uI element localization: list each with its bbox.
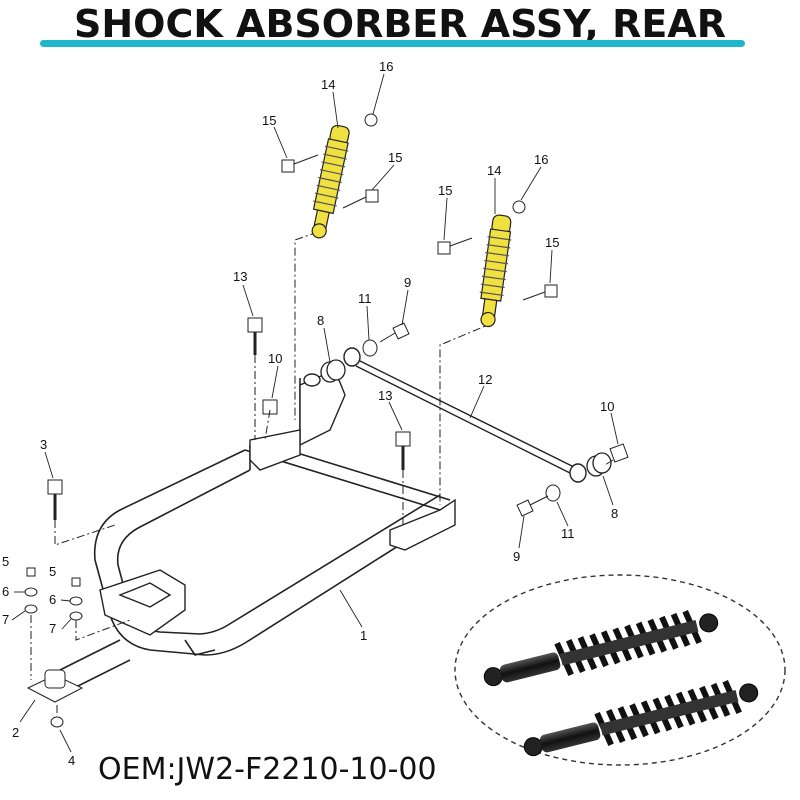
callout-11-upper: 11 (358, 291, 372, 306)
callout-1: 1 (360, 628, 367, 643)
callout-10-right: 10 (600, 399, 614, 414)
rod (343, 347, 587, 483)
callout-15-b: 15 (388, 150, 402, 165)
shock-bolts (281, 113, 558, 301)
bushing-left (320, 359, 346, 383)
leader-lines (11, 73, 619, 753)
nut-left (262, 399, 278, 415)
callout-16-left: 16 (379, 59, 393, 74)
callout-8-left: 8 (317, 313, 324, 328)
callout-12: 12 (478, 372, 492, 387)
callout-labels: 14 16 15 15 14 16 15 15 13 11 9 8 10 12 … (2, 59, 618, 768)
callout-5-left: 5 (2, 554, 9, 569)
shock-absorber-right (479, 214, 512, 328)
callout-7-right: 7 (49, 621, 56, 636)
assembly-lines (30, 231, 614, 715)
bolt-3 (47, 479, 63, 520)
callout-16-right: 16 (534, 152, 548, 167)
callout-10-left: 10 (268, 351, 282, 366)
page-title: SHOCK ABSORBER ASSY, REAR (74, 2, 726, 46)
washer-lower (545, 484, 561, 502)
shock-absorber-photo-icon (483, 610, 759, 757)
callout-15-a: 15 (262, 113, 276, 128)
bolt-lower (516, 495, 549, 517)
washer-upper (362, 339, 378, 357)
callout-11-lower: 11 (561, 526, 575, 541)
callout-15-d: 15 (545, 235, 559, 250)
bushing-right (586, 452, 612, 477)
callout-13-left: 13 (233, 269, 247, 284)
fasteners-left (24, 567, 83, 621)
callout-13-right: 13 (378, 388, 392, 403)
callout-14-left: 14 (321, 77, 335, 92)
callout-7-left: 7 (2, 612, 9, 627)
callout-9-lower: 9 (513, 549, 520, 564)
callout-5-right: 5 (49, 564, 56, 579)
bolt-13-right (395, 431, 411, 470)
nut-right (609, 443, 629, 463)
engine-mount (26, 669, 84, 728)
callout-9-upper: 9 (404, 275, 411, 290)
bolt-upper (379, 322, 410, 343)
bolt-13-left (247, 317, 263, 355)
callout-15-c: 15 (438, 183, 452, 198)
callout-14-right: 14 (487, 163, 501, 178)
callout-8-right: 8 (611, 506, 618, 521)
callout-3: 3 (40, 437, 47, 452)
callout-6-left: 6 (2, 584, 9, 599)
shock-absorber-left (311, 124, 350, 239)
title-underline (40, 40, 745, 47)
pivot-bracket (99, 369, 456, 636)
callout-6-right: 6 (49, 592, 56, 607)
oem-part-number: OEM:JW2-F2210-10-00 (98, 752, 437, 787)
callout-2: 2 (12, 725, 19, 740)
callout-4: 4 (68, 753, 75, 768)
